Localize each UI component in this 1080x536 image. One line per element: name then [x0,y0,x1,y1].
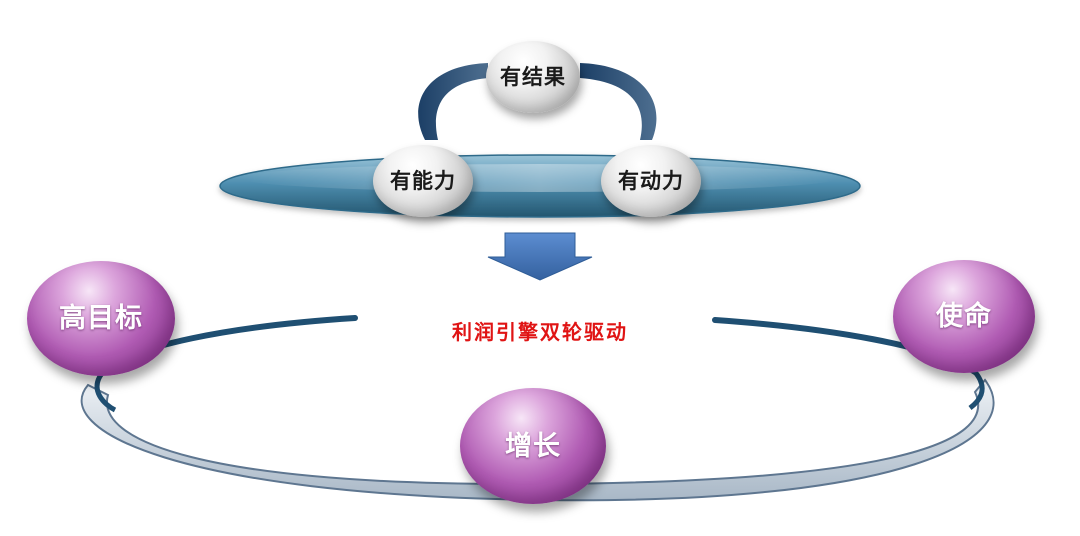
node-results: 有结果 [486,41,580,113]
curve-arrow-right [580,63,657,140]
ring-rim-left-edge [94,370,117,413]
center-label: 利润引擎双轮驱动 [452,320,628,344]
node-mission: 使命 [893,260,1035,373]
curve-arrow-left [418,63,488,140]
node-ability-label: 有能力 [390,168,456,193]
node-high-goal-label: 高目标 [59,303,143,334]
node-results-label: 有结果 [500,64,566,89]
node-high-goal: 高目标 [27,261,175,376]
ring-band [80,378,995,502]
node-growth: 增长 [460,388,606,504]
node-ability: 有能力 [373,145,473,217]
node-growth-label: 增长 [505,430,561,462]
ring-rim-right-edge [968,370,985,410]
node-motivation: 有动力 [601,145,701,217]
node-mission-label: 使命 [936,301,992,332]
cycle-arrows [418,63,657,140]
top-platform [219,154,861,218]
platform-highlight [240,164,840,192]
node-motivation-label: 有动力 [618,168,684,193]
down-arrow [487,232,593,281]
